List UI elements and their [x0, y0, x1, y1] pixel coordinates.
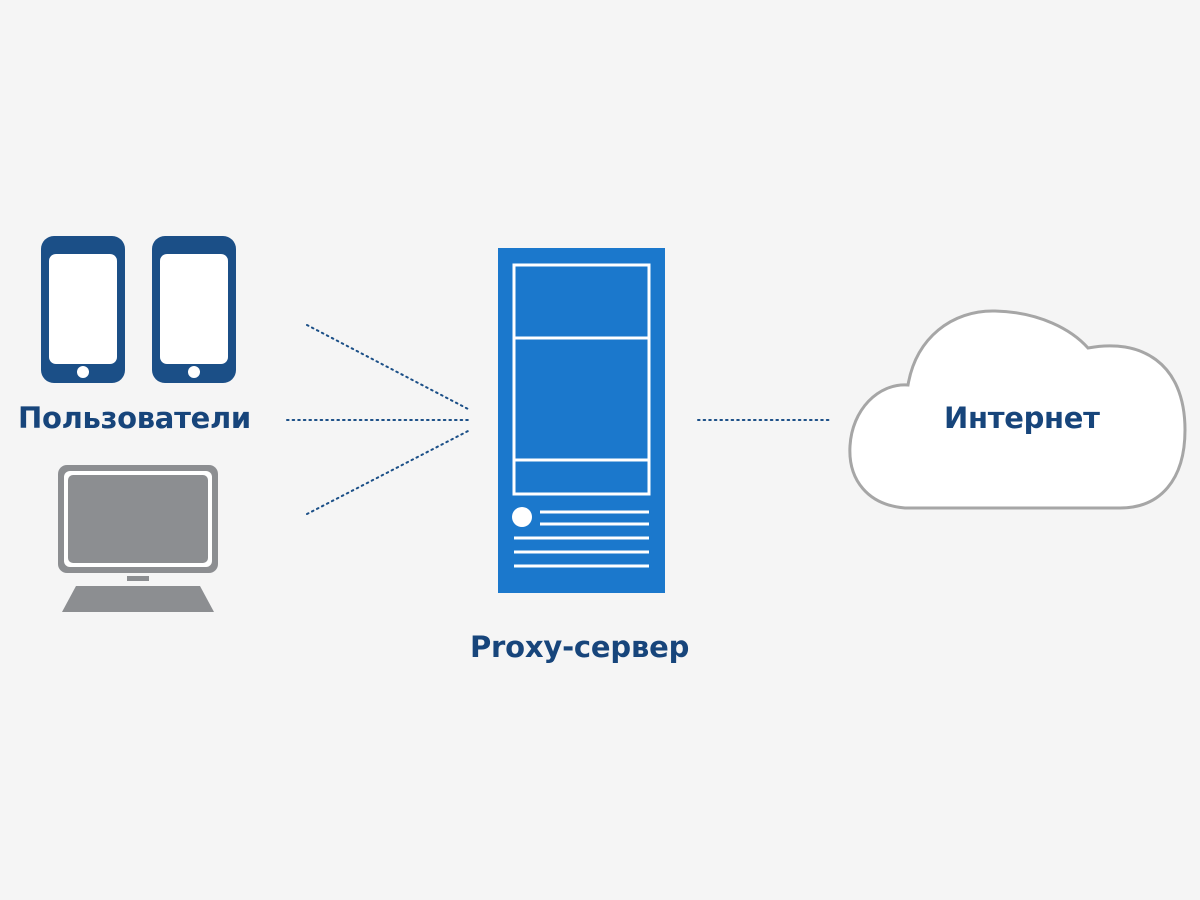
laptop-icon [58, 465, 218, 612]
internet-label: Интернет [944, 401, 1100, 435]
connector-line-bottom [306, 429, 471, 515]
cloud-icon [848, 309, 1187, 510]
users-label: Пользователи [18, 401, 251, 435]
users-to-proxy-connectors [286, 324, 471, 515]
smartphone-icon [41, 236, 125, 383]
server-icon [498, 248, 665, 593]
proxy-server-label: Proxy-сервер [470, 630, 690, 664]
smartphone-icon [152, 236, 236, 383]
connector-line-top [306, 324, 471, 411]
